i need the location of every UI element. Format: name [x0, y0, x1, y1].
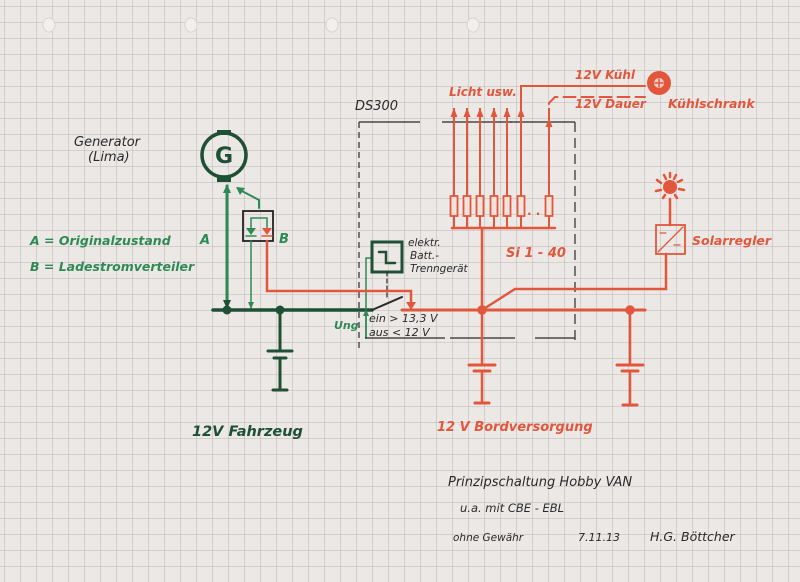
fuse-icon: [516, 195, 526, 217]
disconnect-switch: [371, 296, 403, 311]
arrow-up-icon: [476, 108, 484, 117]
arrow-up-icon: [490, 108, 498, 117]
vehicle-circuit: [200, 130, 404, 392]
fuse-icon: [449, 195, 459, 217]
fuse-array: [449, 108, 554, 228]
lights-label: Licht usw.: [449, 85, 517, 99]
vehicle-supply-label: 12V Fahrzeug: [192, 424, 303, 440]
title-block-date: 7.11.13: [578, 531, 620, 544]
fuse-icon: [475, 195, 485, 217]
board-circuit: [265, 71, 686, 407]
fridge-label: Kühlschrank: [668, 96, 755, 111]
generator-sub-label: (Lima): [88, 150, 130, 165]
sun-icon: [654, 171, 686, 200]
arrow-down-icon: [406, 302, 416, 310]
diode-icon: [261, 228, 273, 237]
marker-b: B: [279, 232, 289, 247]
junction-dot: [222, 305, 232, 315]
punch-hole: [42, 17, 56, 33]
punch-hole: [184, 17, 198, 33]
generator-symbol: G: [215, 144, 233, 169]
marker-a: A: [199, 233, 210, 248]
punch-hole: [466, 17, 480, 33]
generator-terminal-top: [217, 130, 231, 135]
legend-a: A = Originalzustand: [29, 233, 172, 248]
permanent-12v-label: 12V Dauer: [575, 97, 647, 111]
generator-label: Generator: [74, 135, 142, 150]
arrow-up-icon: [517, 108, 525, 117]
fridge-12v-label: 12V Kühl: [575, 68, 636, 82]
arrow-down-icon: [248, 302, 254, 309]
title-block-author: H.G. Böttcher: [650, 529, 736, 544]
arrow-down-icon: [223, 300, 231, 309]
off-threshold: aus < 12 V: [369, 326, 431, 339]
labels: Generator (Lima) G A = Originalzustand B…: [29, 68, 772, 544]
disconnect-label-3: Trenngerät: [410, 263, 469, 275]
solar-feed-line: [480, 252, 668, 312]
title-block-subtitle: u.a. mit CBE - EBL: [460, 501, 564, 515]
board-supply-label: 12 V Bordversorgung: [437, 420, 593, 435]
on-threshold: ein > 13,3 V: [369, 312, 439, 325]
fuses-label: Si 1 - 40: [506, 246, 566, 261]
ds300-label: DS300: [355, 99, 398, 114]
disconnect-label-2: Batt.-: [410, 250, 439, 262]
arrow-up-icon: [363, 309, 369, 316]
converter-diagonal: [657, 226, 684, 253]
fuse-icon: [462, 195, 472, 217]
ung-label: Ung: [334, 319, 359, 332]
fuse-icon: [489, 195, 499, 217]
diode-icon: [245, 228, 257, 237]
charge-splitter-link: [239, 189, 260, 209]
arrow-up-icon: [450, 108, 458, 117]
arrow-icon: [236, 187, 245, 195]
legend-b: B = Ladestromverteiler: [30, 259, 195, 274]
fuse-icon: [544, 195, 554, 217]
charge-splitter-box: [242, 210, 274, 242]
arrow-up-icon: [545, 118, 553, 127]
title-block-disclaimer: ohne Gewähr: [453, 532, 524, 544]
fuse-ellipsis: . .: [527, 204, 540, 218]
arrow-up-icon: [223, 184, 231, 193]
disconnect-label-1: elektr.: [408, 237, 441, 249]
arrow-up-icon: [503, 108, 511, 117]
solar-controller-label: Solarregler: [692, 233, 772, 248]
charge-line-b: [265, 239, 413, 307]
diode-bridge: [250, 217, 268, 233]
punch-holes: [42, 17, 480, 33]
title-block-title: Prinzipschaltung Hobby VAN: [448, 475, 632, 490]
fuse-icon: [502, 195, 512, 217]
relay-symbol: [377, 250, 397, 265]
punch-hole: [325, 17, 339, 33]
arrow-up-icon: [463, 108, 471, 117]
fridge-fan-icon: [647, 71, 671, 95]
generator-terminal-bottom: [217, 176, 231, 182]
